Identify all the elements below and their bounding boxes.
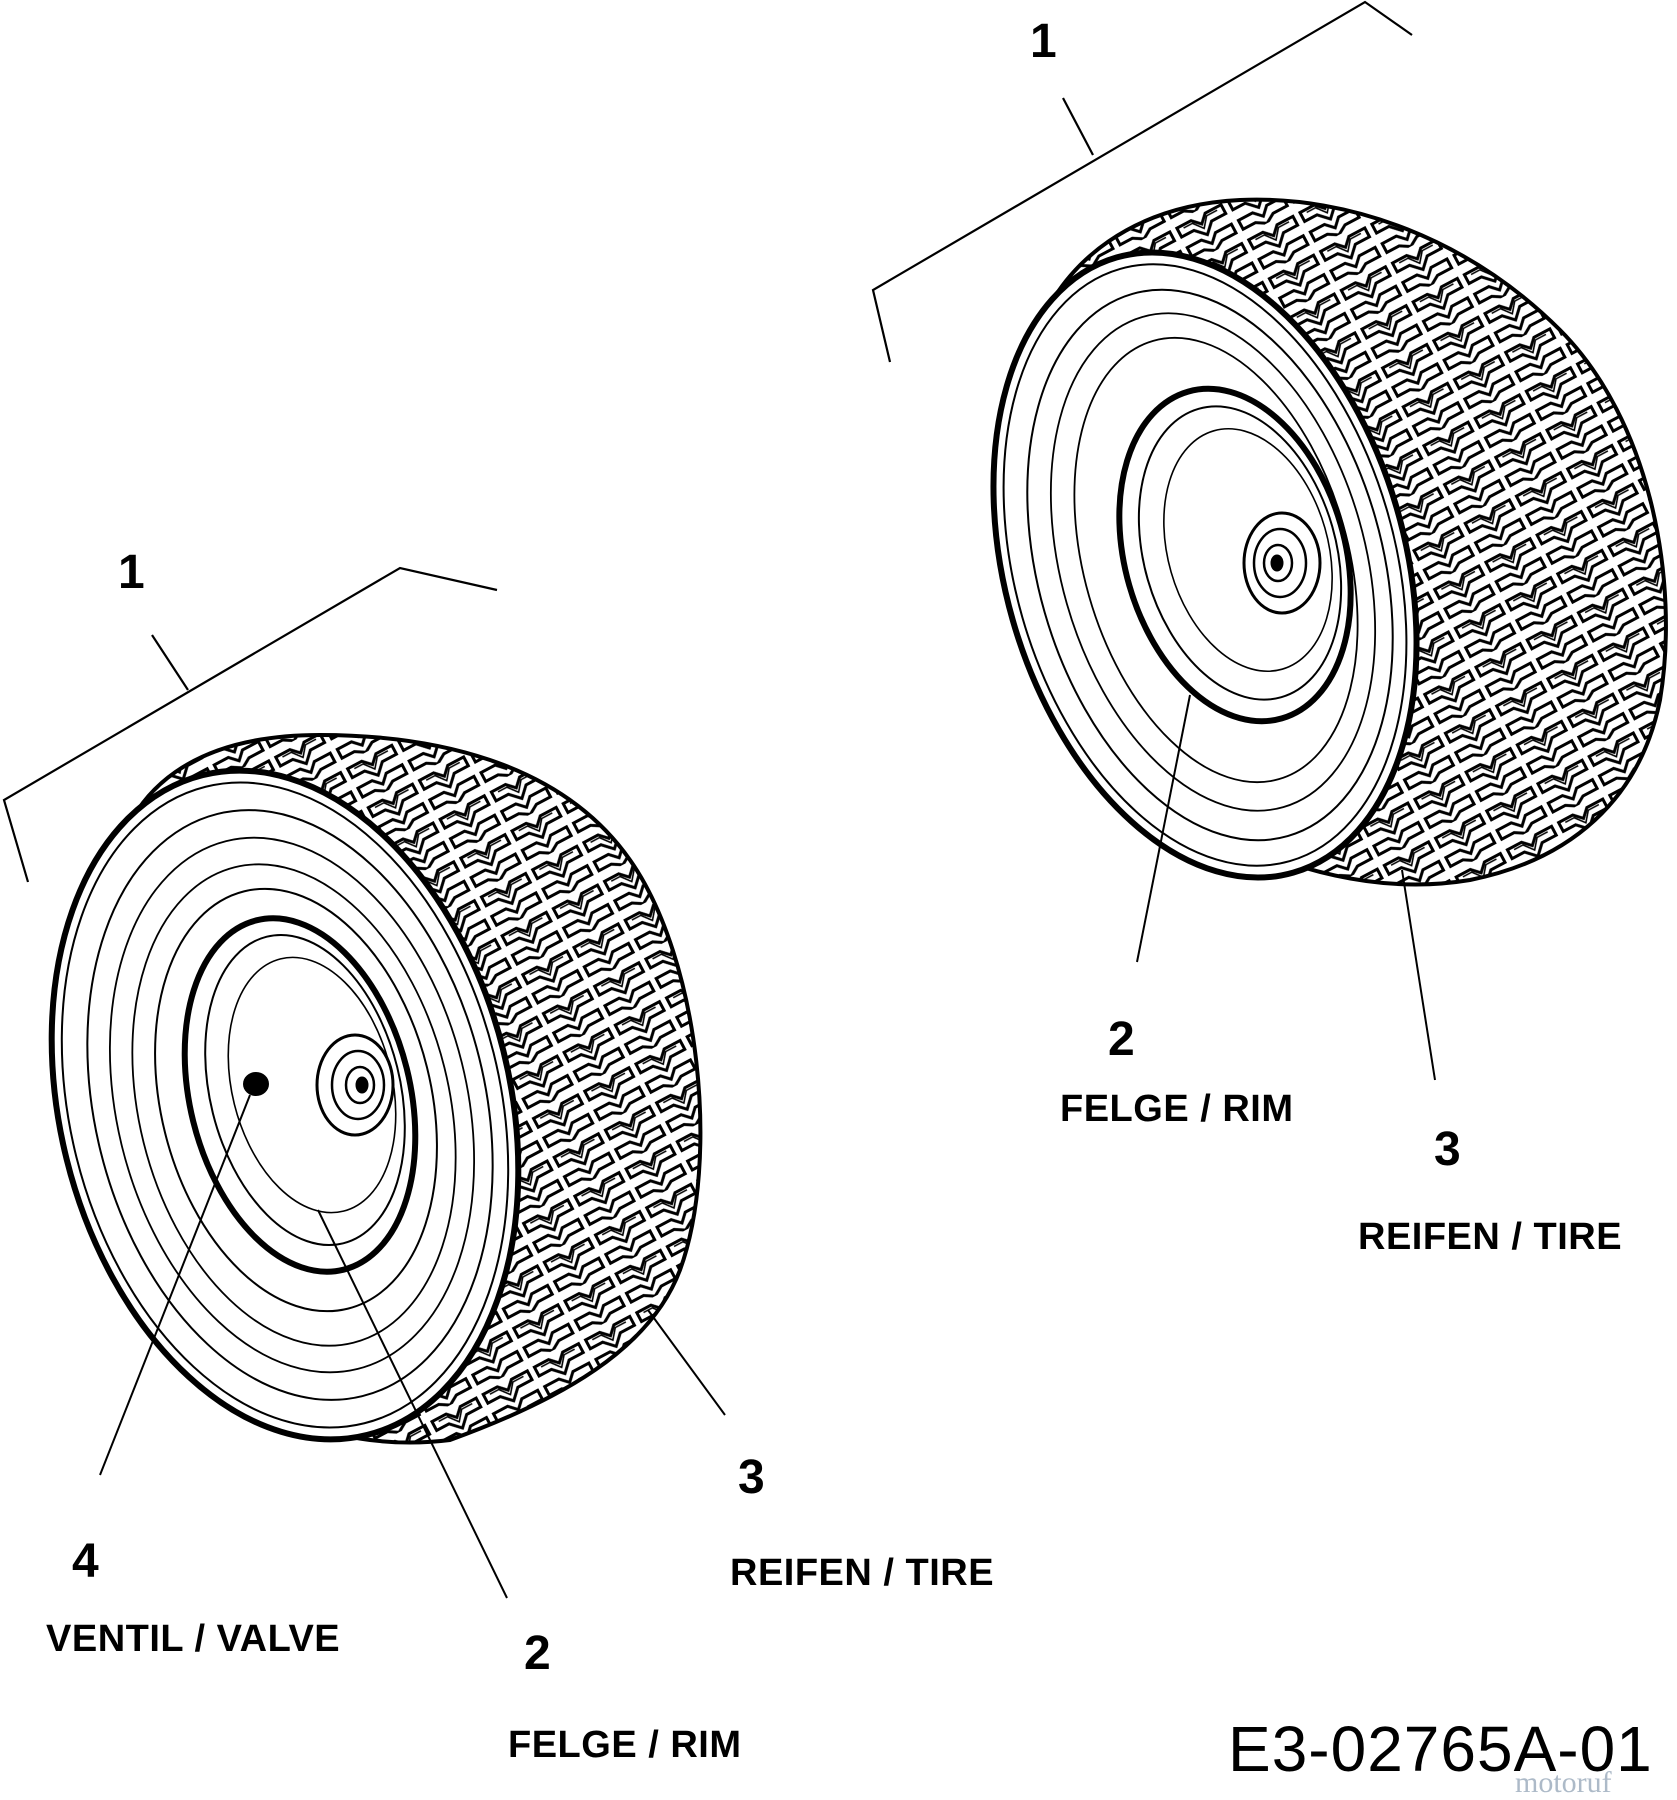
left-hub: [315, 1033, 395, 1137]
right-rim-label: FELGE / RIM: [1060, 1088, 1294, 1130]
left-tire-label: REIFEN / TIRE: [730, 1552, 995, 1594]
right-rim-leader: [1136, 694, 1191, 963]
right-tire-label: REIFEN / TIRE: [1358, 1216, 1623, 1258]
right-rim-callout: 2: [1108, 1013, 1135, 1066]
left-tire-leader: [647, 1309, 726, 1416]
left-rim-leader: [317, 1209, 508, 1599]
right-assembly-callout: 1: [1030, 15, 1057, 68]
watermark: motoruf: [1515, 1766, 1612, 1799]
left-valve-callout: 4: [72, 1535, 99, 1588]
right-tire-callout: 3: [1434, 1123, 1461, 1176]
left-rim: [86, 809, 494, 1401]
left-rim-callout: 2: [524, 1627, 551, 1680]
leader-lines: [99, 694, 1436, 1599]
right-tire-leader: [1401, 869, 1436, 1081]
left-assembly-bracket: [2, 566, 498, 883]
left-valve-leader: [99, 1094, 251, 1476]
left-rim-label: FELGE / RIM: [508, 1724, 742, 1766]
right-assembly-bracket: [871, 0, 1413, 363]
right-wheel-assembly: [990, 197, 1668, 887]
left-assembly-callout: 1: [118, 546, 145, 599]
left-tire-callout: 3: [738, 1451, 765, 1504]
left-wheel-assembly: [48, 732, 703, 1445]
left-valve: [243, 1072, 269, 1096]
right-rim: [1026, 288, 1394, 842]
right-hub: [1242, 511, 1322, 615]
left-valve-label: VENTIL / VALVE: [46, 1618, 341, 1660]
drawing-code: E3-02765A-01: [1228, 1713, 1653, 1785]
